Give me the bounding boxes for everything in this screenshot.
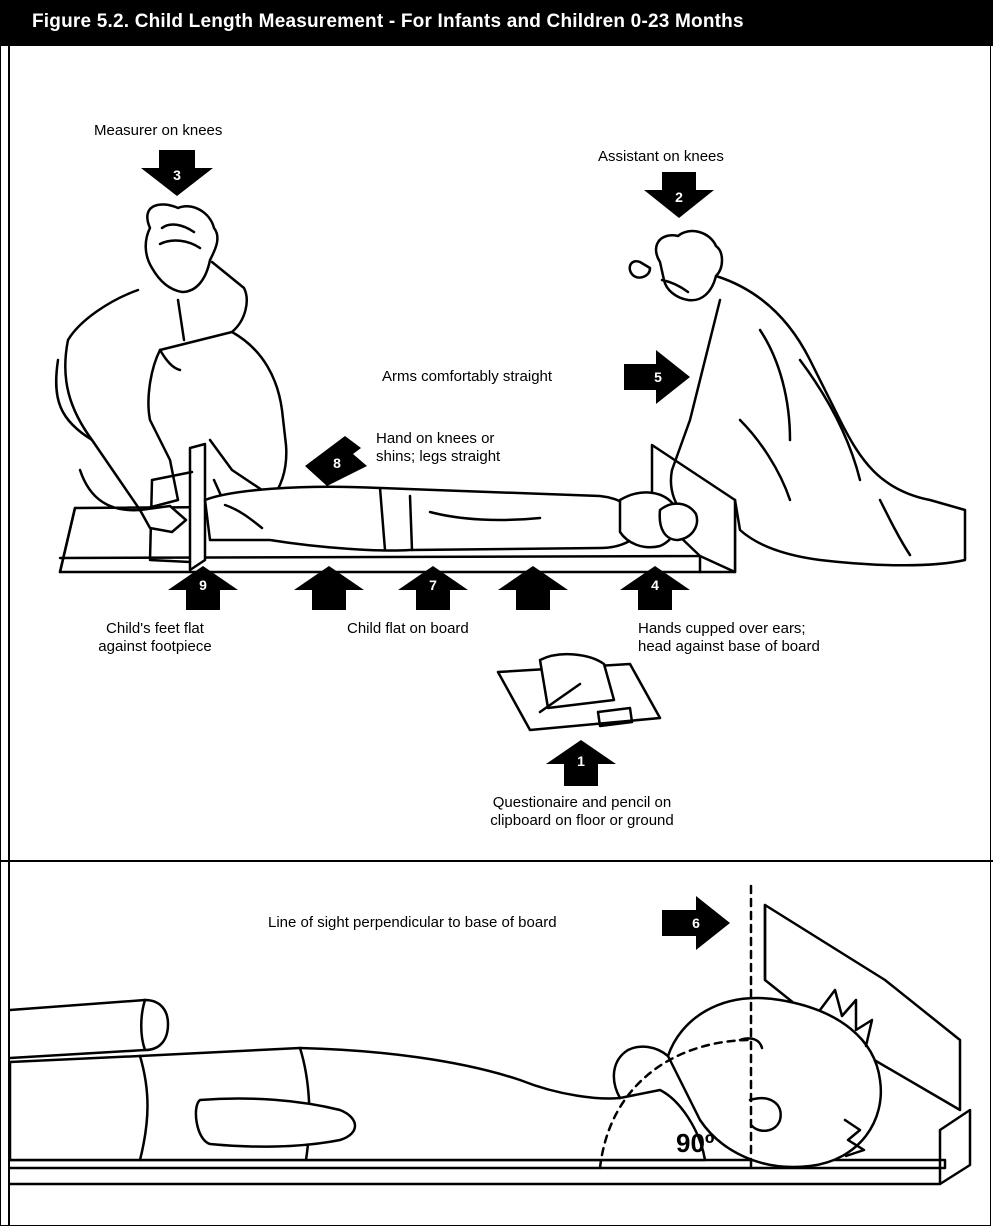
step-3-arrow-icon: 3 [141,150,213,196]
step-6-number: 6 [692,915,700,931]
child-figure-top [205,487,678,551]
step-8-number: 8 [333,455,341,471]
arms-label: Arms comfortably straight [382,368,552,386]
up-arrow-icon [294,566,364,610]
questionnaire-label-line1: Questionaire and pencil on [452,794,712,812]
questionnaire-label-line2: clipboard on floor or ground [452,812,712,830]
line-of-sight-label: Line of sight perpendicular to base of b… [268,914,557,932]
step-4-number: 4 [651,577,659,593]
flat-board-label: Child flat on board [347,620,469,638]
step-3-number: 3 [173,167,181,183]
step-9-number: 9 [199,577,207,593]
step-2-number: 2 [675,189,683,205]
feet-label-line1: Child's feet flat [70,620,240,638]
step-5-number: 5 [654,369,662,385]
step-6-arrow-icon: 6 [662,896,730,950]
step-8-arrow-icon: 8 [305,436,367,486]
angle-label: 90º [676,1128,714,1159]
step-4-arrow-icon: 4 [620,566,690,610]
feet-label-line2: against footpiece [70,638,240,656]
step-2-arrow-icon: 2 [644,172,714,218]
measurer-label: Measurer on knees [94,122,222,140]
assistant-label: Assistant on knees [598,148,724,166]
step-9-arrow-icon: 9 [168,566,238,610]
step-1-number: 1 [577,753,585,769]
step-7-number: 7 [429,577,437,593]
measurer-figure [56,204,286,532]
step-5-arrow-icon: 5 [624,350,690,404]
step-7-arrow-icon: 7 [398,566,468,610]
clipboard [498,654,660,730]
step-1-arrow-icon: 1 [546,740,616,786]
hand-knees-label-line1: Hand on knees or [376,430,494,448]
hands-ears-label-line1: Hands cupped over ears; [638,620,806,638]
up-arrow-icon [498,566,568,610]
hands-ears-label-line2: head against base of board [638,638,820,656]
hand-knees-label-line2: shins; legs straight [376,448,500,466]
